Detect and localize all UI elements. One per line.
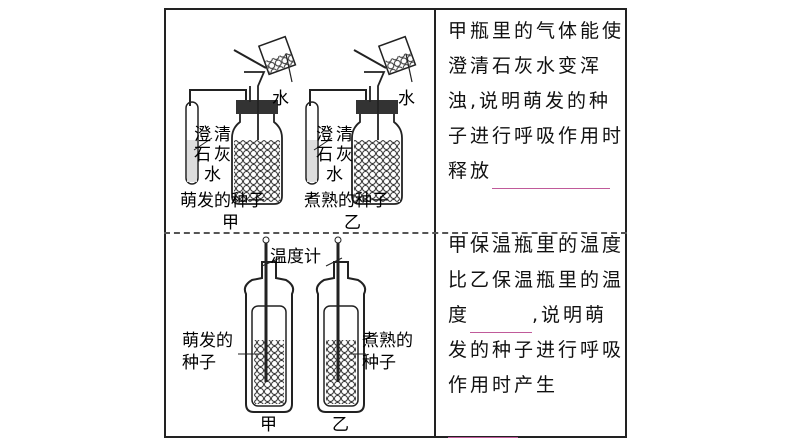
limewater-right-2: 清: [336, 125, 353, 145]
bottle-right: [305, 35, 417, 205]
limewater-left-2: 清: [214, 125, 231, 145]
row1-line-3: 浊,说明萌发的种: [448, 90, 612, 112]
row2-line-3-text: 度: [448, 304, 471, 326]
seed-left-line2: 种子: [182, 353, 216, 373]
row1-answer-blank[interactable]: [492, 166, 611, 189]
experiment-table: 水 水 澄 清 石 灰 水 澄 清 石 灰 水 萌发的种子 煮熟的种子 甲 乙 …: [164, 8, 627, 438]
row2-line-5: 作用时产生: [448, 368, 627, 438]
table-divider: [434, 8, 436, 438]
row2-line-2: 比乙保温瓶里的温: [448, 269, 625, 291]
row2-line-3: 度 ,说明萌: [448, 298, 627, 333]
row2-answer-text: 甲保温瓶里的温度 比乙保温瓶里的温 度 ,说明萌 发的种子进行呼吸 作用时产生: [448, 228, 627, 438]
table-bottom-border: [164, 436, 627, 438]
flask-left: [243, 236, 295, 413]
row1-line-4: 子进行呼吸作用时: [448, 125, 625, 147]
row2-blank-heat[interactable]: [448, 415, 518, 438]
limewater-right-1: 澄: [316, 125, 333, 145]
limewater-left-5: 水: [204, 165, 221, 185]
row2-blank-temperature[interactable]: [470, 310, 533, 333]
row-separator: [164, 232, 627, 234]
limewater-right-5: 水: [326, 165, 343, 185]
water-label-right: 水: [398, 89, 415, 109]
flask-right: [315, 236, 367, 413]
row1-line-5: 释放: [448, 154, 624, 189]
table-right-border: [625, 8, 627, 438]
bottle-limewater-diagram: 水 水 澄 清 石 灰 水 澄 清 石 灰 水 萌发的种子 煮熟的种子 甲 乙: [180, 35, 417, 232]
limewater-right-3: 石: [316, 145, 333, 165]
thermometer-label: 温度计: [270, 247, 321, 267]
row2-line-3-tail: ,说明萌: [532, 304, 608, 326]
limewater-left-3: 石: [194, 145, 211, 165]
bottle-label-right: 乙: [344, 213, 361, 232]
thermos-diagram: 温度计 萌发的 种子 煮熟的 种子 甲 乙: [182, 236, 413, 435]
row2-line-1: 甲保温瓶里的温度: [448, 234, 625, 256]
seed-label-left: 萌发的种子: [180, 191, 265, 211]
flask-label-left: 甲: [260, 415, 277, 435]
water-label-left: 水: [272, 89, 289, 109]
row1-line-5-text: 释放: [448, 160, 493, 182]
limewater-left-4: 灰: [214, 145, 231, 165]
seed-right-line2: 种子: [362, 353, 396, 373]
bottle-left: [185, 35, 297, 205]
table-left-border: [164, 8, 166, 438]
row1-line-1: 甲瓶里的气体能使: [448, 20, 625, 42]
row2-line-4: 发的种子进行呼吸: [448, 339, 625, 361]
flask-label-right: 乙: [332, 415, 349, 435]
table-top-border: [164, 8, 627, 10]
row1-answer-text: 甲瓶里的气体能使 澄清石灰水变浑 浊,说明萌发的种 子进行呼吸作用时 释放: [448, 14, 624, 189]
limewater-left-1: 澄: [194, 125, 211, 145]
bottle-label-left: 甲: [222, 213, 239, 232]
seed-right-line1: 煮熟的: [362, 330, 413, 351]
row1-line-2: 澄清石灰水变浑: [448, 55, 603, 77]
seed-left-line1: 萌发的: [182, 331, 233, 351]
limewater-right-4: 灰: [336, 145, 353, 165]
row2-line-5-text: 作用时产生: [448, 374, 559, 396]
seed-label-right: 煮熟的种子: [304, 190, 389, 211]
